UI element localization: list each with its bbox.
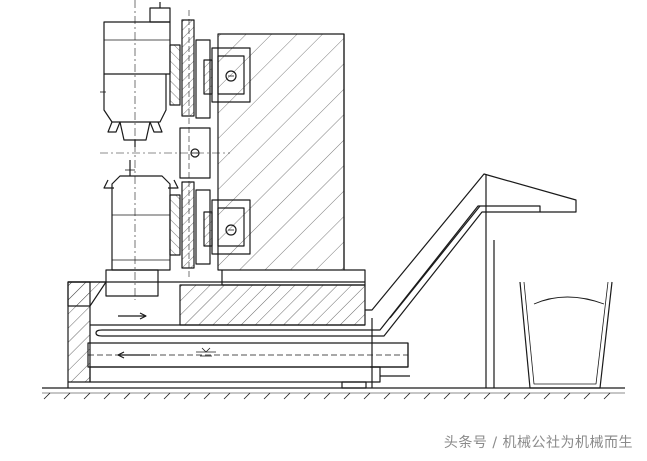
lower-carriage-bracket (203, 199, 251, 255)
coolant-flow-arrow-left (117, 351, 150, 359)
chip-flow-arrow-right (118, 312, 147, 320)
watermark-text: 头条号 / 机械公社为机械而生 (443, 435, 633, 451)
machine-base-outline (67, 366, 381, 389)
coolant-level-mark (196, 347, 216, 357)
chip-collection-bin (519, 281, 613, 389)
machine-column (217, 33, 366, 286)
upper-carriage-bracket (203, 47, 251, 103)
machine-bed (67, 281, 366, 383)
inclined-chip-conveyor (365, 173, 577, 388)
lower-spindle-head (103, 160, 179, 297)
centre-lines (100, 0, 230, 300)
ground-line (42, 387, 625, 400)
